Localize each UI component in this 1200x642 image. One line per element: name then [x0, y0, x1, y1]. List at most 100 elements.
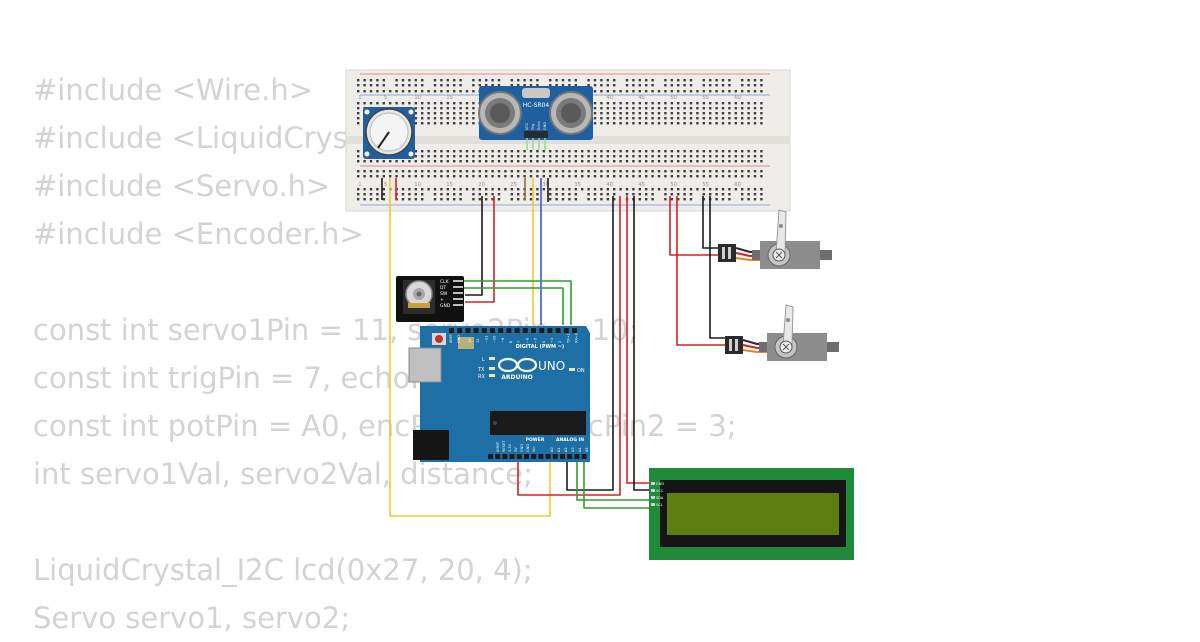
breadboard-column-number: 55 [702, 95, 708, 101]
digital-pin-label: ~5 [534, 338, 538, 343]
wire-encoder-dt [463, 287, 564, 325]
digital-pin-label: 2 [558, 341, 562, 343]
arduino-model-text: UNO [538, 359, 565, 373]
lcd-pin-label: GND [656, 482, 664, 486]
sensor-pin-label: Trig [531, 124, 535, 131]
digital-pin-label: ~3 [550, 338, 554, 343]
digital-pin-label: 12 [476, 339, 480, 343]
wire-encoder-vcc [465, 196, 495, 303]
arduino-uno[interactable]: DIGITAL (PWM ~) UNO ARDUINO L TX RX ON P… [408, 326, 590, 462]
digital-pin-label: ~6 [525, 338, 529, 343]
microcontroller-chip [490, 411, 586, 435]
breadboard-column-number: 45 [638, 95, 644, 101]
digital-pin-label: ~11 [484, 336, 488, 343]
rx-label: RX [478, 374, 485, 380]
sensor-pin-label: Echo [537, 122, 541, 131]
power-pin-label: 3.3V [508, 443, 512, 452]
analog-pin-label: A3 [571, 447, 575, 452]
lcd-screen [667, 493, 839, 535]
lcd-display[interactable]: GND VCC SDA SCL [649, 468, 854, 560]
digital-pin-label: 13 [468, 339, 472, 343]
breadboard-column-number: 1 [358, 182, 361, 188]
encoder-pin-label: CLK [440, 279, 450, 285]
analog-pin-label: A2 [564, 447, 568, 452]
breadboard-column-number: 10 [414, 95, 420, 101]
wire-servo1-power [669, 196, 718, 256]
wire-servo2-gnd [709, 196, 725, 339]
potentiometer-knob-indicator [377, 131, 390, 149]
arduino-logo-text: ARDUINO [501, 374, 532, 381]
wire-encoder-gnd [465, 196, 483, 296]
servo2-horn [782, 304, 794, 347]
breadboard-column-number: 30 [542, 182, 548, 188]
encoder-pin [453, 280, 463, 282]
wire-lcd-gnd [566, 196, 614, 491]
servo-motor-1[interactable] [718, 209, 832, 269]
power-pin-label: IOREF [496, 442, 500, 452]
power-analog-header [488, 454, 587, 459]
lcd-pin-label: VCC [656, 489, 664, 493]
power-pin-label: GND [520, 444, 524, 452]
digital-pin-label: RX←0 [575, 333, 579, 343]
power-pin-label: GND [526, 444, 530, 452]
wire-encoder-clk [463, 280, 572, 325]
servo1-horn [775, 209, 787, 255]
analog-pin-label: A5 [585, 447, 589, 452]
breadboard-column-number: 15 [446, 182, 452, 188]
usb-port [408, 347, 442, 383]
code-line: #include <Encoder.h> [33, 217, 364, 251]
tx-label: TX [477, 367, 485, 373]
breadboard-column-number: 20 [478, 182, 484, 188]
breadboard-column-number: 40 [606, 95, 612, 101]
power-pin-label: Vin [532, 446, 536, 452]
lcd-pin [651, 496, 655, 499]
wire-servo2-power [676, 196, 725, 346]
lcd-pin-labels: GND VCC SDA SCL [651, 482, 664, 507]
encoder-pin [453, 304, 463, 306]
potentiometer-module[interactable] [363, 107, 415, 159]
wire-lcd-vcc [517, 196, 621, 496]
breadboard-column-number: 25 [510, 182, 516, 188]
analog-pin-label: A4 [578, 447, 582, 452]
wires [381, 178, 725, 517]
breadboard-column-number: 60 [734, 182, 740, 188]
encoder-pin-label: SW [440, 291, 448, 297]
digital-pin-label: 8 [509, 341, 513, 343]
wire-lcd-scl [583, 455, 653, 509]
power-jack [413, 430, 449, 460]
digital-pin-label: 4 [542, 340, 546, 343]
breadboard-column-number: 45 [638, 182, 644, 188]
code-line: #include <Wire.h> [33, 73, 314, 107]
breadboard-column-number: 40 [606, 182, 612, 188]
breadboard-column-number: 10 [414, 182, 420, 188]
power-pin-label: RESET [502, 440, 506, 452]
breadboard-column-number: 50 [670, 95, 676, 101]
wire-pot-signal [389, 178, 551, 517]
encoder-pin [453, 292, 463, 294]
sensor-pin-label: VCC [525, 122, 529, 130]
analog-pin-label: A0 [550, 447, 554, 452]
breadboard-column-number: 55 [702, 182, 708, 188]
lcd-pin-label: SDA [656, 496, 664, 500]
breadboard-column-number: 15 [446, 95, 452, 101]
servo-motor-2[interactable] [725, 304, 839, 361]
sensor-label: HC-SR04 [523, 102, 550, 109]
reset-button[interactable] [435, 335, 443, 343]
encoder-pin-label: GND [440, 303, 451, 309]
arduino-logo-right [516, 357, 538, 373]
lcd-pin-label: SCL [656, 503, 663, 507]
lcd-pin [651, 489, 655, 492]
lcd-pin [651, 482, 655, 485]
aref-label: AREF [449, 334, 453, 343]
digital-pin-label: ~9 [501, 338, 505, 343]
code-line: LiquidCrystal_I2C lcd(0x27, 20, 4); [33, 553, 533, 587]
breadboard-column-number: 50 [670, 182, 676, 188]
